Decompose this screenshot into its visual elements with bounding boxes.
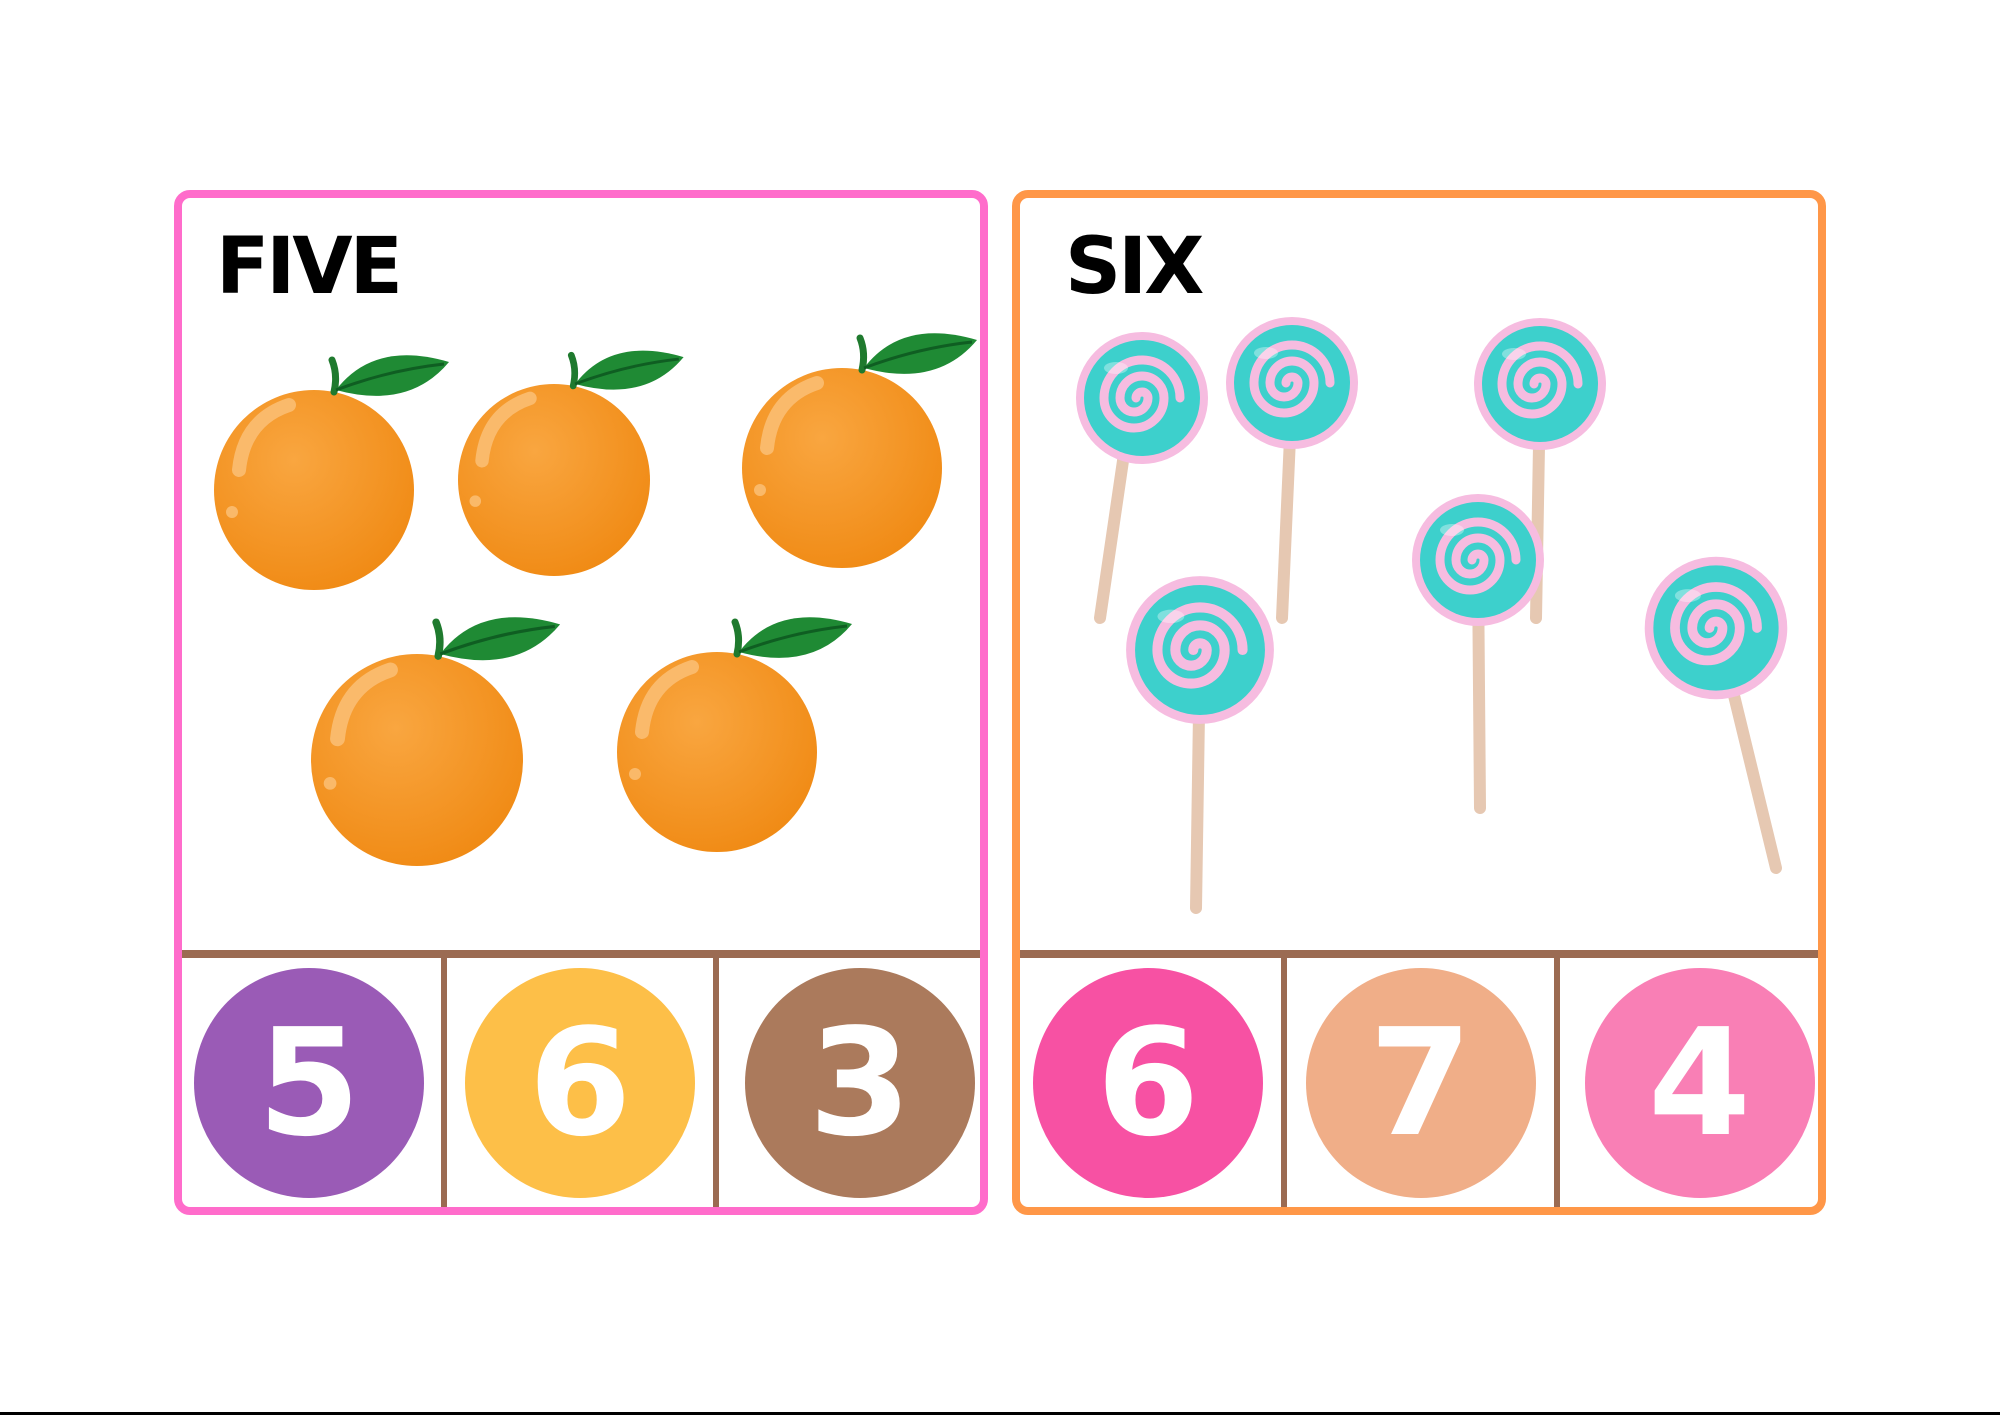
- card-title: SIX: [1065, 222, 1204, 312]
- answer-number: 6: [1096, 996, 1200, 1169]
- answer-number: 7: [1369, 996, 1472, 1169]
- orange-icon: [214, 355, 449, 590]
- answer-option[interactable]: 5: [182, 958, 444, 1207]
- cell-divider: [713, 956, 719, 1207]
- answer-circle[interactable]: 5: [194, 967, 424, 1198]
- page-bottom-rule: [0, 1412, 2000, 1415]
- lollipops-illustration: [1020, 198, 1818, 914]
- oranges-illustration: [182, 198, 980, 938]
- answer-row: 6 7 4: [1020, 950, 1818, 1207]
- answer-number: 5: [257, 996, 361, 1169]
- card-title: FIVE: [216, 222, 403, 312]
- answer-circle[interactable]: 7: [1305, 967, 1536, 1198]
- lollipop-icon: [1645, 557, 1788, 874]
- answer-option[interactable]: 4: [1554, 956, 1818, 1207]
- answer-circle[interactable]: 3: [745, 967, 975, 1198]
- cell-divider: [1554, 956, 1560, 1207]
- lollipop-icon: [1076, 332, 1208, 624]
- answer-row: 5 6 3: [182, 950, 980, 1207]
- answer-number: 4: [1648, 996, 1751, 1169]
- counting-card-five: FIVE 5 6 3: [174, 190, 988, 1215]
- orange-icon: [742, 333, 977, 568]
- answer-circle[interactable]: 6: [1033, 967, 1263, 1198]
- cell-divider: [441, 956, 447, 1207]
- answer-option[interactable]: 7: [1281, 956, 1557, 1207]
- answer-option[interactable]: 3: [713, 956, 980, 1207]
- orange-icon: [458, 351, 684, 576]
- answer-option[interactable]: 6: [441, 956, 716, 1207]
- cell-divider: [1281, 956, 1287, 1207]
- orange-icon: [617, 617, 852, 852]
- answer-circle[interactable]: 6: [465, 967, 695, 1198]
- orange-icon: [311, 617, 560, 866]
- lollipop-icon: [1126, 576, 1274, 914]
- counting-card-six: SIX 6: [1012, 190, 1826, 1215]
- answer-option[interactable]: 6: [1020, 958, 1284, 1207]
- answer-circle[interactable]: 4: [1584, 967, 1815, 1198]
- answer-number: 3: [808, 996, 912, 1169]
- lollipop-icon: [1412, 494, 1544, 814]
- lollipop-icon: [1226, 317, 1358, 624]
- answer-number: 6: [528, 996, 632, 1169]
